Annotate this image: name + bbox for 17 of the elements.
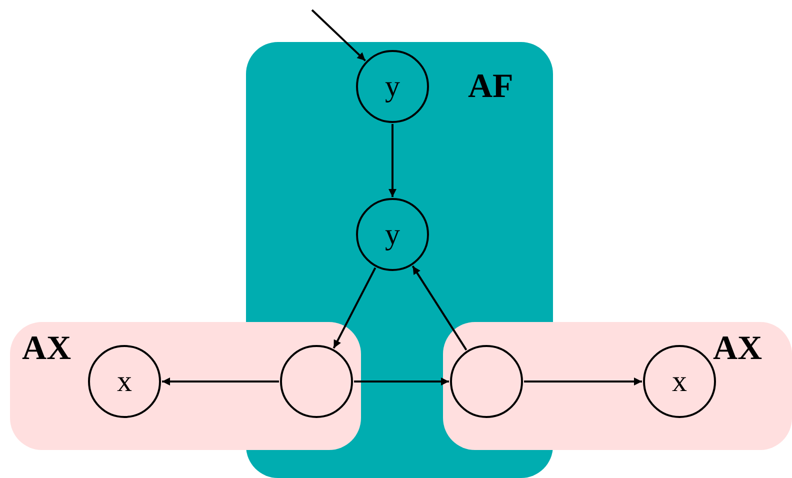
empty-circle [280, 345, 353, 418]
group-label: AX [713, 332, 762, 366]
arrow [354, 378, 449, 386]
state-circle: x [88, 345, 161, 418]
group-label: AX [22, 332, 72, 366]
arrow [311, 9, 366, 62]
group-label: AF [468, 70, 514, 104]
empty-circle [450, 345, 523, 418]
state-circle: y [356, 198, 429, 271]
arrow [412, 266, 468, 350]
state-circle: y [356, 50, 429, 123]
arrow [524, 378, 642, 386]
arrow [332, 267, 376, 349]
arrow [388, 124, 396, 197]
arrow [162, 378, 279, 386]
group-region [10, 322, 361, 450]
group-region [443, 322, 792, 450]
